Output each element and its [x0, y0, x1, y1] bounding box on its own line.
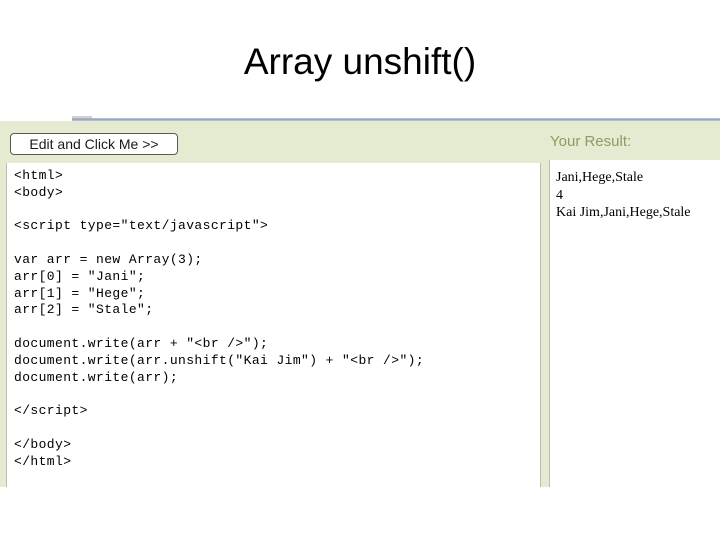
- embedded-tryit-editor: Edit and Click Me >> <html> <body> <scri…: [0, 121, 720, 487]
- result-output-area: Jani,Hege,Stale 4 Kai Jim,Jani,Hege,Stal…: [549, 160, 720, 487]
- edit-and-click-me-button[interactable]: Edit and Click Me >>: [10, 133, 178, 155]
- result-heading-label: Your Result:: [550, 133, 632, 150]
- result-output-text: Jani,Hege,Stale 4 Kai Jim,Jani,Hege,Stal…: [556, 170, 691, 220]
- result-panel: Your Result: Jani,Hege,Stale 4 Kai Jim,J…: [549, 121, 720, 487]
- code-source-text[interactable]: <html> <body> <script type="text/javascr…: [14, 168, 425, 469]
- horizontal-divider: [72, 118, 720, 121]
- code-editor-panel: Edit and Click Me >> <html> <body> <scri…: [0, 121, 541, 487]
- code-textarea[interactable]: <html> <body> <script type="text/javascr…: [6, 163, 541, 487]
- divider-handle-nub: [72, 116, 92, 120]
- page-title: Array unshift(): [243, 41, 477, 82]
